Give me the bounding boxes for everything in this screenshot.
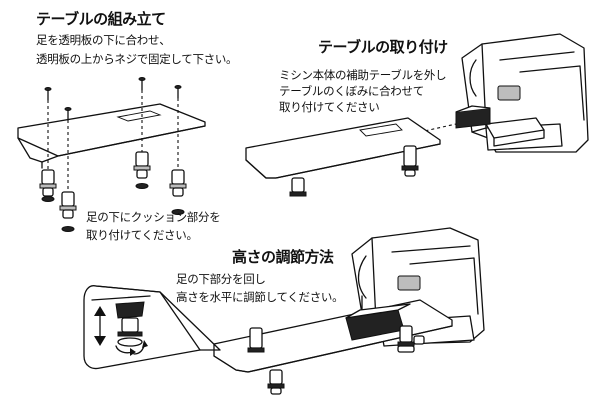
sewing-machine-icon bbox=[455, 33, 589, 153]
cushion-icon bbox=[41, 183, 185, 232]
screw-icon bbox=[44, 77, 182, 121]
assembly-instruction-2: 透明板の上からネジで固定して下さい。 bbox=[36, 52, 238, 66]
cushion-instruction-1: 足の下にクッション部分を bbox=[86, 210, 221, 224]
assembly-title: テーブルの組み立て bbox=[36, 10, 166, 28]
attach-diagram bbox=[245, 33, 589, 197]
height-title: 高さの調節方法 bbox=[232, 248, 334, 266]
zoom-callout bbox=[83, 285, 221, 370]
attach-title: テーブルの取り付け bbox=[318, 38, 448, 56]
height-diagram bbox=[83, 227, 485, 395]
height-instruction-1: 足の下部分を回し bbox=[176, 272, 266, 286]
assembly-diagram bbox=[17, 77, 206, 232]
up-down-arrow-icon bbox=[94, 306, 106, 346]
rotate-arrow-icon bbox=[115, 340, 148, 356]
table-leg-icon bbox=[39, 151, 187, 219]
height-instruction-2: 高さを水平に調節してください。 bbox=[176, 290, 344, 304]
attach-instruction-3: 取り付けてください bbox=[279, 100, 380, 114]
clear-tabletop bbox=[17, 103, 206, 163]
attach-instruction-2: テーブルのくぼみに合わせて bbox=[279, 84, 424, 98]
assembly-instruction-1: 足を透明板の下に合わせ、 bbox=[36, 33, 171, 47]
attach-instruction-1: ミシン本体の補助テーブルを外し bbox=[279, 68, 447, 82]
cushion-instruction-2: 取り付けてください。 bbox=[86, 228, 198, 242]
